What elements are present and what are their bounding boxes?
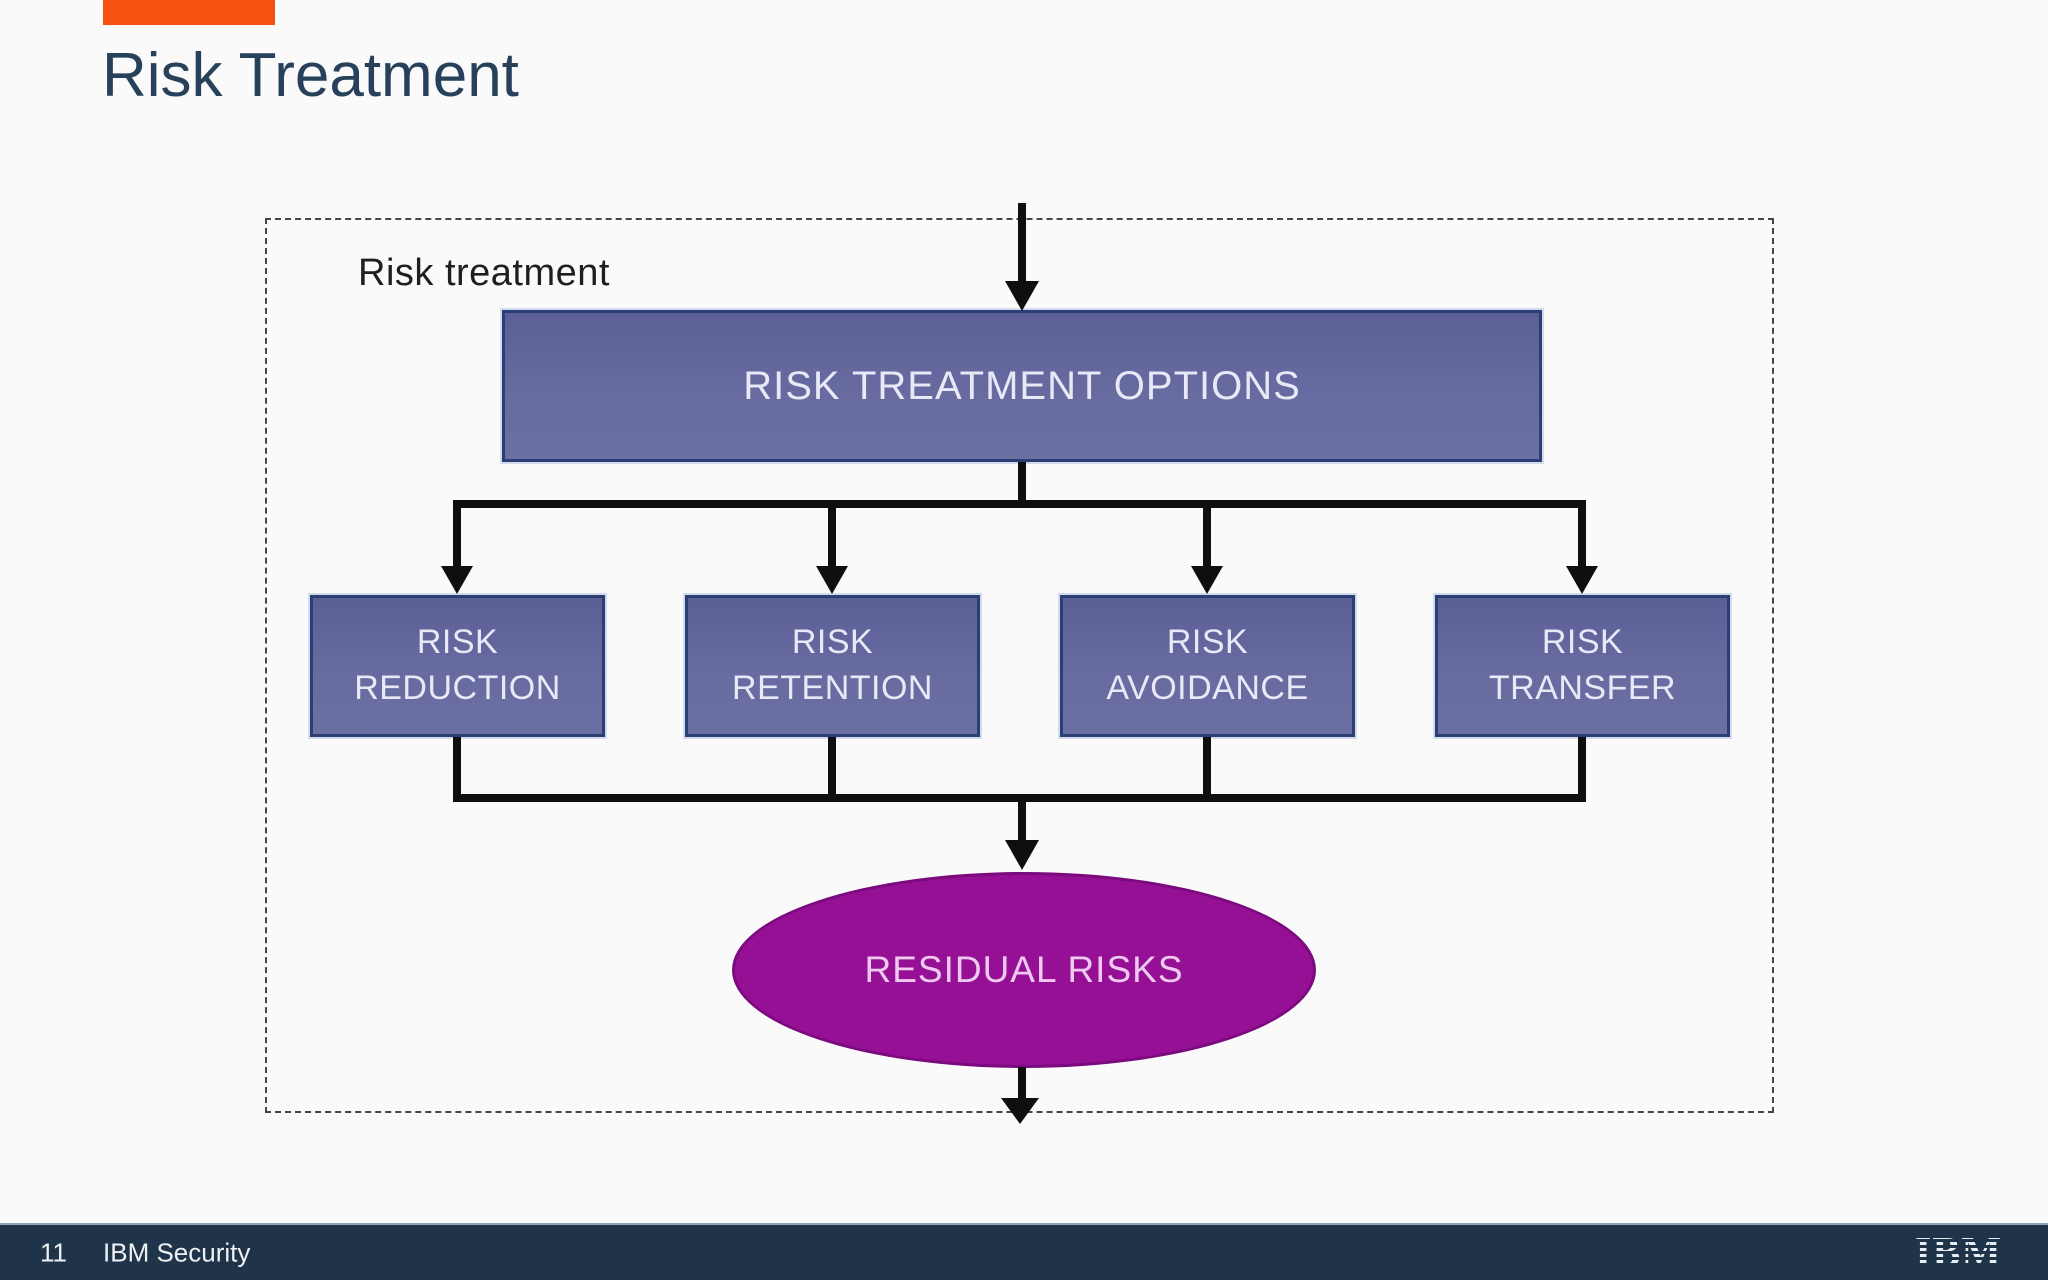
brand-label: IBM Security [103,1237,251,1267]
arrow-down-icon [1001,1098,1039,1124]
connector-top-entry-line [1018,203,1026,283]
connector-branch-3 [1203,500,1211,568]
footer-bar: 11 IBM Security IBM [0,1223,2048,1280]
node-residual-risks: RESIDUAL RISKS [732,872,1316,1068]
node-label: RISK TREATMENT OPTIONS [743,363,1301,408]
arrow-down-icon [1005,840,1039,870]
boundary-label: Risk treatment [358,252,610,294]
connector-collect-3 [1203,737,1211,802]
node-risk-retention: RISK RETENTION [685,595,980,737]
arrow-down-icon [816,566,848,594]
node-label: RESIDUAL RISKS [864,949,1184,990]
accent-bar [103,0,275,25]
connector-collect-1 [453,737,461,802]
connector-branch-2 [828,500,836,568]
node-risk-avoidance: RISK AVOIDANCE [1060,595,1355,737]
connector-exit-line [1018,1067,1026,1102]
connector-collect-4 [1578,737,1586,802]
connector-branch-4 [1578,500,1586,568]
arrow-down-icon [441,566,473,594]
arrow-down-icon [1191,566,1223,594]
page-title: Risk Treatment [102,41,519,110]
connector-root-stub [1018,462,1026,508]
node-label: RISK AVOIDANCE [1106,623,1309,707]
node-label: RISK RETENTION [732,623,933,707]
connector-result-stub [1018,794,1026,842]
connector-branch-1 [453,500,461,568]
connector-distribution-line [453,500,1586,508]
node-label: RISK REDUCTION [354,623,561,707]
connector-collect-2 [828,737,836,802]
arrow-down-icon [1005,281,1039,311]
ibm-logo-icon: IBM [1913,1229,2004,1278]
node-risk-treatment-options: RISK TREATMENT OPTIONS [502,310,1542,462]
node-label: RISK TRANSFER [1488,623,1677,707]
node-risk-reduction: RISK REDUCTION [310,595,605,737]
arrow-down-icon [1566,566,1598,594]
page-number: 11 [40,1237,67,1267]
node-risk-transfer: RISK TRANSFER [1435,595,1730,737]
